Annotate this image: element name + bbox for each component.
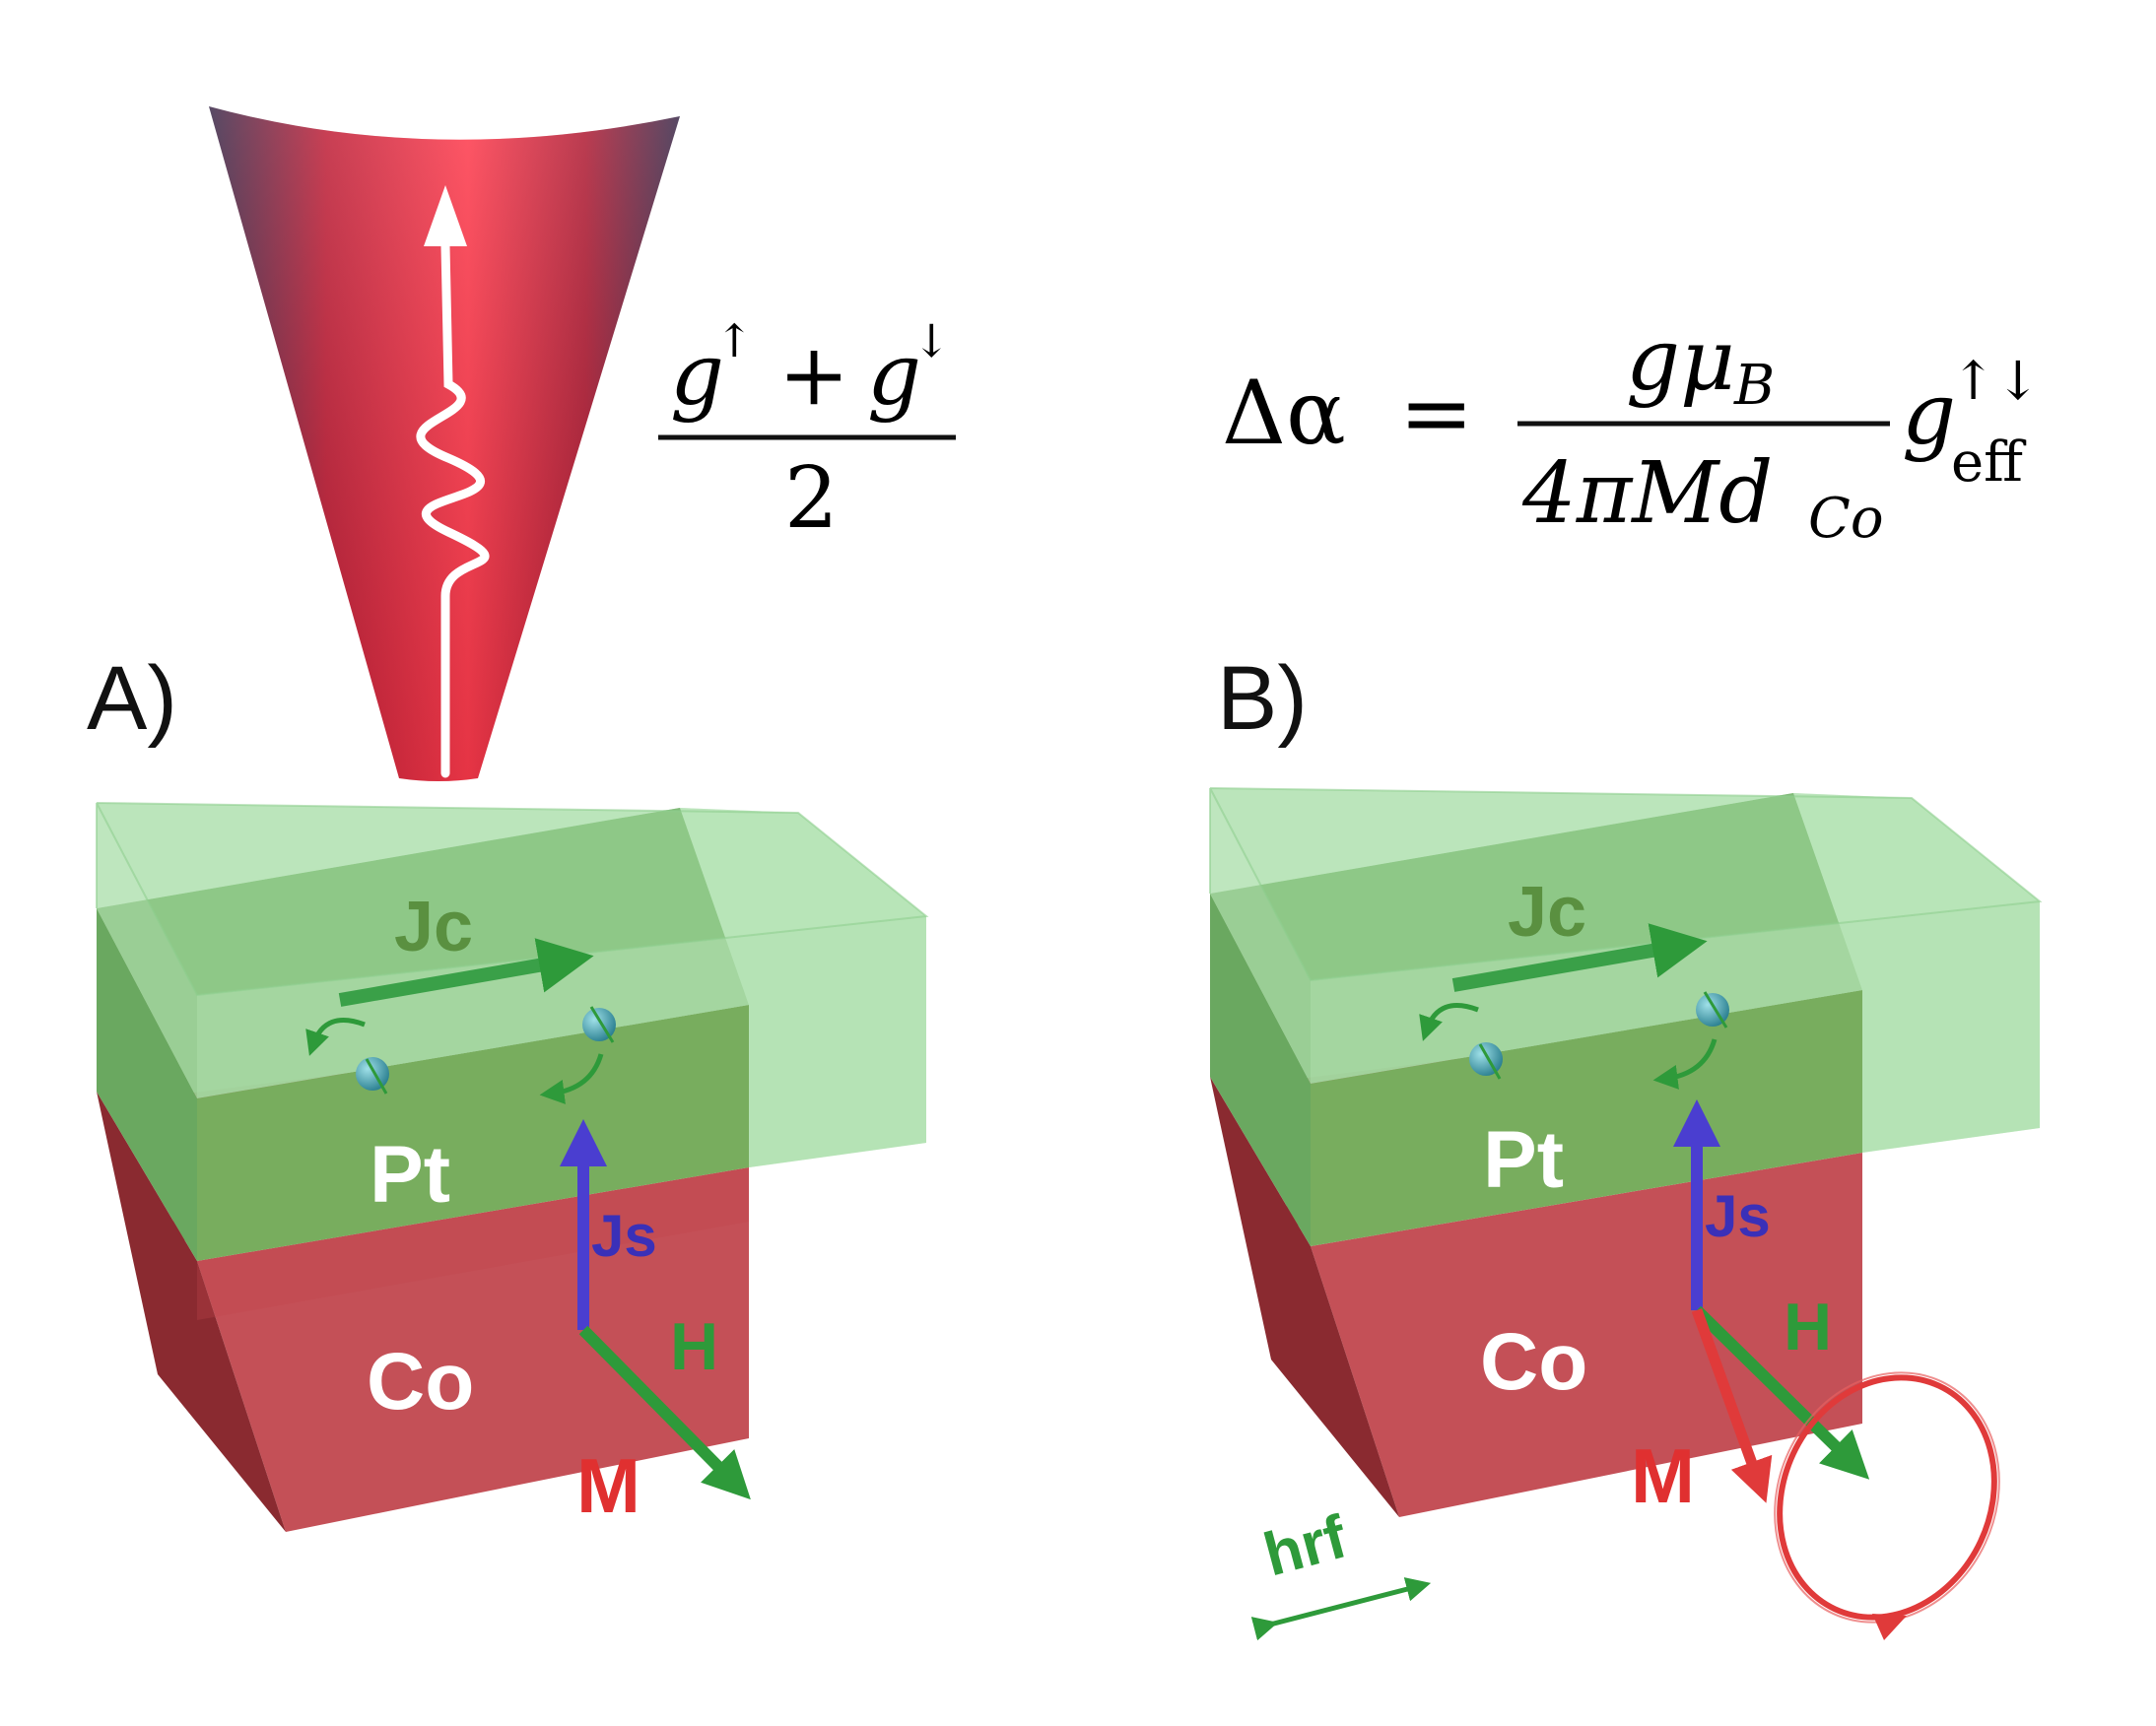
h-label-a: H <box>670 1309 718 1384</box>
formula-b-eq: = <box>1399 362 1473 465</box>
spin-wave <box>416 241 490 778</box>
js-label-b: Js <box>1705 1183 1771 1249</box>
panel-a: g ↑ + g ↓ 2 A) <box>87 106 956 1532</box>
precession-orbit <box>1774 1371 2000 1640</box>
bilayer-a <box>96 802 929 1532</box>
formula-b-lhs: Δα <box>1222 362 1346 465</box>
h-arrow-b <box>1692 1305 1870 1480</box>
spin-particles-a <box>305 1006 616 1104</box>
formula-a-den: 2 <box>784 449 839 548</box>
m-arrow-b <box>1691 1308 1773 1503</box>
spin-arrow-head <box>424 185 467 246</box>
formula-b-g: g <box>1902 365 1956 464</box>
formula-mixing-conductance: g ↑ + g ↓ 2 <box>658 314 956 548</box>
formula-b-num: gμ <box>1626 311 1735 410</box>
formula-a-g2: g <box>867 326 921 425</box>
pt-label-b: Pt <box>1483 1115 1564 1205</box>
jc-arrow-b <box>1451 923 1708 992</box>
m-label-b: M <box>1631 1432 1695 1519</box>
formula-a-g1: g <box>670 326 724 425</box>
panel-a-label: A) <box>87 648 177 749</box>
h-label-b: H <box>1784 1290 1832 1364</box>
formula-b-num-sub: B <box>1733 354 1775 418</box>
formula-b-g-sub: eff <box>1951 431 2027 495</box>
formula-b-den-sub: Co <box>1808 487 1884 551</box>
rf-field-indicator: hrf <box>1250 1502 1432 1641</box>
formula-a-down: ↓ <box>912 314 951 367</box>
panel-b-label: B) <box>1217 648 1308 749</box>
jc-label-a: Jc <box>394 888 473 966</box>
co-label-a: Co <box>367 1337 474 1427</box>
formula-a-up: ↑ <box>715 314 754 367</box>
formula-b-g-sup: ↑↓ <box>1951 350 2041 412</box>
jc-arrow-a <box>338 938 594 1007</box>
spin-cone <box>209 106 680 781</box>
js-label-a: Js <box>591 1203 657 1269</box>
jc-label-b: Jc <box>1508 873 1586 952</box>
spin-particles-b <box>1419 991 1729 1090</box>
formula-a-plus: + <box>778 326 849 425</box>
formula-damping-enhancement: Δα = gμ B 4πMd Co g ↑↓ eff <box>1222 311 2041 551</box>
h-arrow-a <box>578 1325 751 1500</box>
bilayer-b <box>1209 787 2043 1517</box>
formula-b-den: 4πMd <box>1521 444 1773 543</box>
pt-label-a: Pt <box>370 1130 450 1220</box>
co-label-b: Co <box>1480 1317 1587 1407</box>
m-label-a: M <box>576 1442 640 1529</box>
hrf-label: hrf <box>1257 1502 1354 1589</box>
panel-b: Δα = gμ B 4πMd Co g ↑↓ eff B) <box>1209 311 2043 1641</box>
